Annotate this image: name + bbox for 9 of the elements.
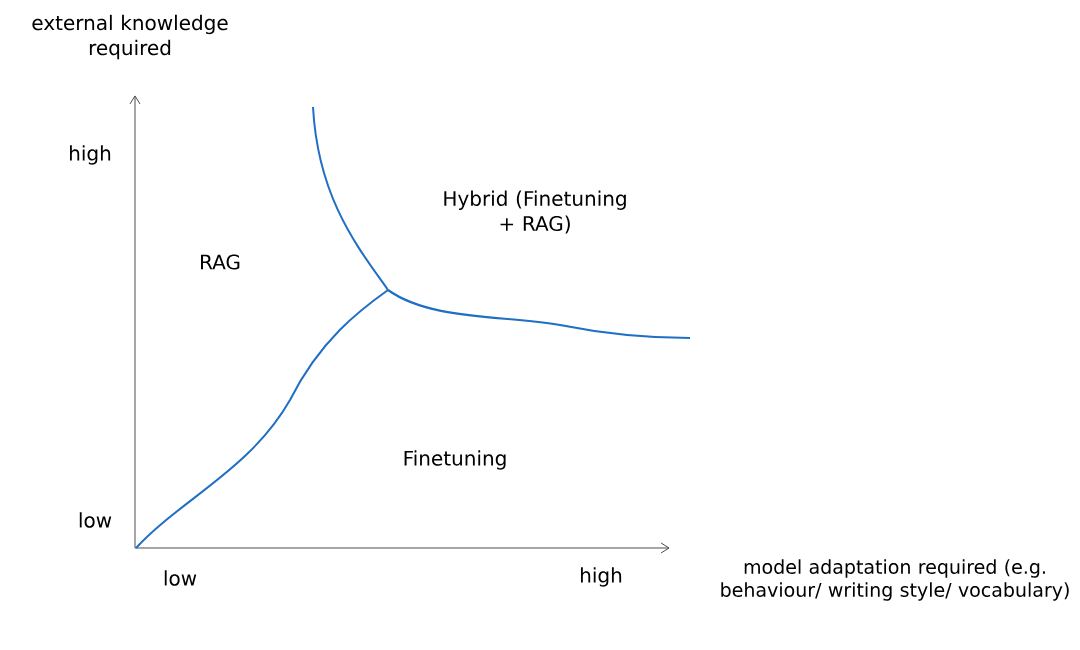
region-label: Hybrid (Finetuning + RAG) [444, 190, 626, 234]
tick-label: high [70, 145, 111, 165]
tick-label: low [79, 512, 112, 528]
region-label: RAG [201, 254, 240, 270]
tick-label: low [164, 570, 197, 586]
region-label: Finetuning [404, 450, 506, 470]
axis-title: external knowledge required [32, 14, 228, 60]
axis-title: model adaptation required (e.g. behaviour/ writing style/ vocabulary) [721, 559, 1069, 601]
tick-label: high [581, 567, 622, 587]
